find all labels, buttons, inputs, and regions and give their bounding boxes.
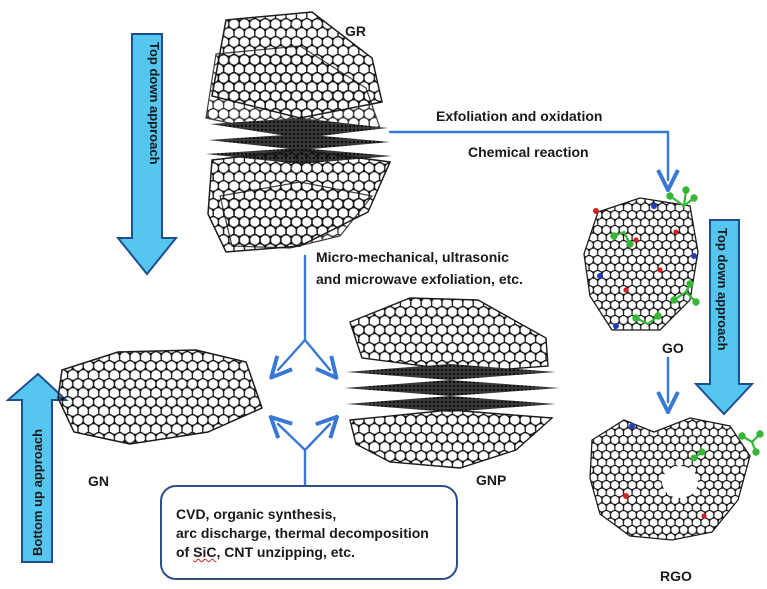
oxidation-arrow (388, 130, 668, 180)
label-go: GO (662, 340, 684, 356)
methods-line-3: of SiC, CNT unzipping, etc. (176, 543, 446, 562)
label-gnp: GNP (476, 472, 506, 488)
mechanical-label-line1: Micro-mechanical, ultrasonic (316, 249, 509, 265)
methods-line-2: arc discharge, thermal decomposition (176, 525, 429, 541)
methods-line-1: CVD, organic synthesis, (176, 506, 337, 522)
fork-arrow-lower (278, 424, 330, 488)
bottom-up-methods-box: CVD, organic synthesis, arc discharge, t… (160, 485, 458, 580)
mechanical-label-line2: and microwave exfoliation, etc. (316, 271, 523, 287)
reduced-graphene-oxide-sheet (589, 417, 764, 541)
bottom-up-arrow: Bottom up approach (5, 372, 69, 563)
top-down-label-left: Top down approach (147, 42, 162, 165)
bottom-up-label: Bottom up approach (30, 429, 45, 556)
label-gn: GN (88, 473, 109, 489)
top-down-arrow-left: Top down approach (115, 33, 179, 276)
label-rgo: RGO (660, 568, 692, 584)
chemical-reaction-label: Chemical reaction (468, 144, 589, 160)
graphene-sheet (57, 349, 263, 445)
top-down-label-right: Top down approach (715, 228, 730, 351)
methods-line-3-prefix: of (176, 544, 194, 560)
label-gr: GR (345, 23, 366, 39)
methods-line-3-suffix: , CNT unzipping, etc. (216, 544, 355, 560)
graphene-oxide-sheet (583, 186, 700, 331)
exfoliation-oxidation-label: Exfoliation and oxidation (436, 108, 602, 124)
graphene-nanoplatelet-stack (344, 297, 560, 469)
graphite-stack (205, 11, 392, 253)
top-down-arrow-right: Top down approach (693, 219, 755, 416)
fork-arrow-upper (278, 254, 330, 370)
methods-sic-term: SiC (193, 544, 217, 560)
